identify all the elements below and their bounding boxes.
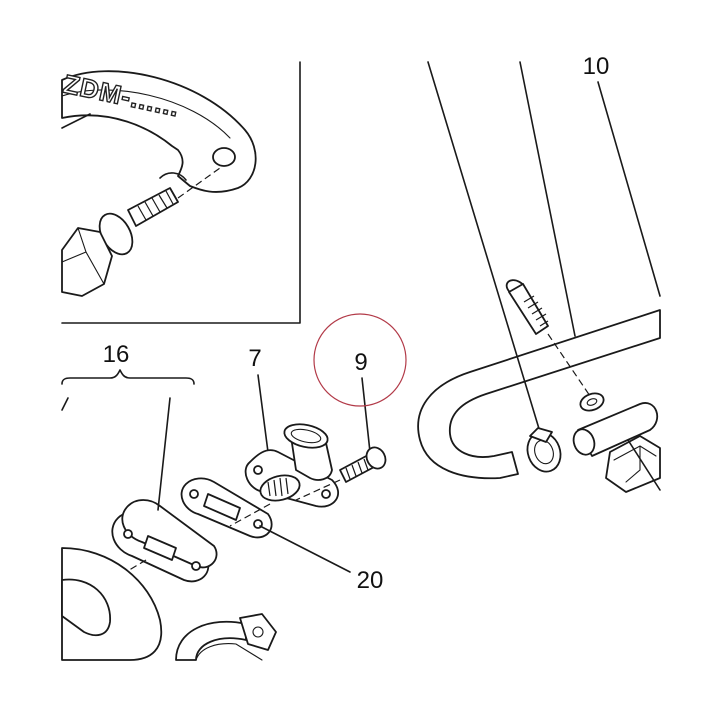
- bracket-16: [61, 369, 195, 385]
- part-16-flange-plate: [111, 499, 218, 583]
- part-20-gasket: [180, 477, 273, 539]
- hose-clamp: [526, 427, 562, 473]
- screw-axis: [295, 479, 341, 501]
- inset-detail: ZDM-......: [60, 61, 301, 324]
- long-bolt-axis: [547, 333, 591, 397]
- inset-bolt: [127, 187, 179, 227]
- inset-bracket-plate: [61, 70, 257, 193]
- leader-10-c: [597, 81, 661, 297]
- inset-plate-edge: [61, 89, 231, 139]
- hose: [417, 309, 661, 480]
- leader-16-a: [61, 397, 69, 411]
- gasket-axis: [229, 503, 271, 527]
- inset-nut-facets: [61, 227, 105, 285]
- leader-10-b: [519, 61, 576, 337]
- leader-9: [361, 377, 371, 453]
- callout-10: 10: [583, 53, 610, 80]
- long-bolt: [505, 279, 549, 335]
- callout-16: 16: [103, 341, 130, 368]
- valve-assembly: [61, 369, 387, 661]
- leader-20: [259, 525, 351, 573]
- inset-hex-nut: [61, 227, 113, 297]
- callout-7: 7: [248, 345, 261, 372]
- small-washer: [579, 392, 605, 412]
- inset-leader: [61, 113, 91, 129]
- bottom-hose-clamp: [175, 613, 277, 661]
- pipe-stub: [61, 547, 163, 661]
- inset-axis-dash: [177, 167, 221, 199]
- callout-9: 9: [354, 349, 367, 376]
- part-9-screw: [339, 446, 387, 483]
- callout-20: 20: [357, 567, 384, 594]
- highlight-circle: [313, 313, 407, 407]
- leader-7: [257, 374, 269, 453]
- inset-frame: [61, 61, 301, 324]
- connector-fitting: [572, 402, 661, 493]
- inset-slot: [159, 172, 187, 181]
- inset-hole: [212, 147, 236, 167]
- hose-assembly: [417, 61, 661, 493]
- leader-16-b: [157, 397, 171, 511]
- part-7-elbow: [244, 423, 339, 508]
- leader-10-a: [427, 61, 541, 433]
